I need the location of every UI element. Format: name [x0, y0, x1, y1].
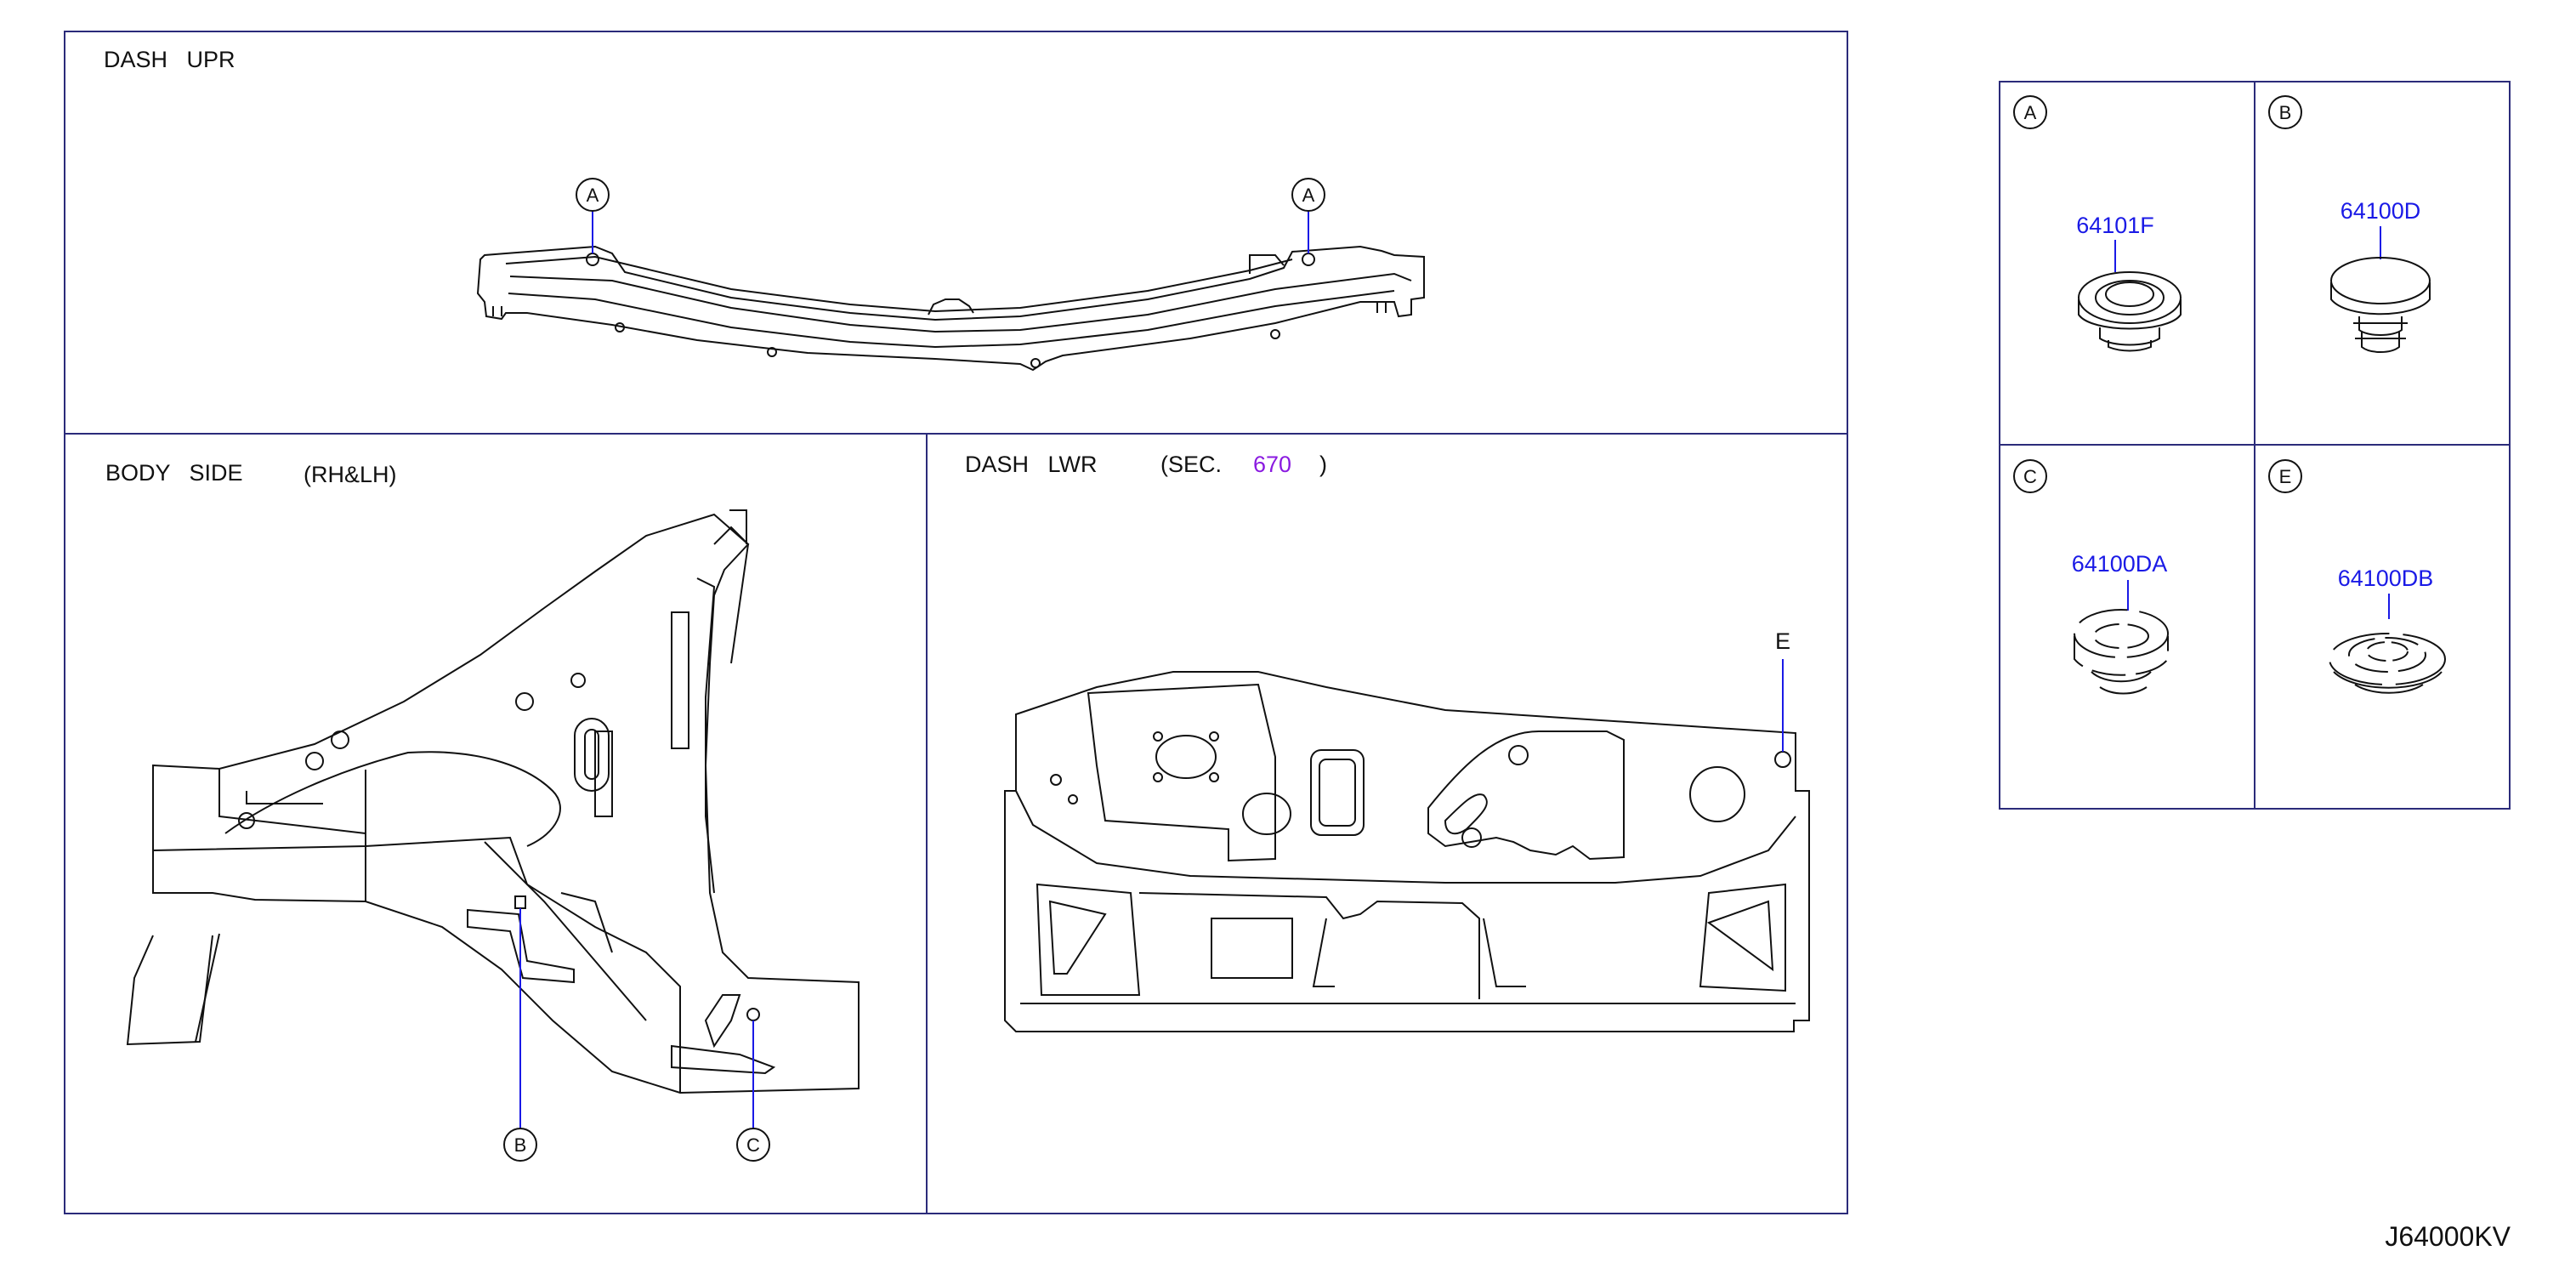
letter-a: A	[2024, 102, 2037, 123]
grommet-64101f-icon	[2078, 271, 2182, 352]
callout-a-left[interactable]: A	[576, 178, 610, 212]
letter-b-badge	[2268, 95, 2302, 129]
parts-table	[1999, 81, 2511, 810]
diagram-code: J64000KV	[2385, 1221, 2511, 1252]
body-side-subtitle: (RH&LH)	[304, 462, 397, 487]
main-frame	[64, 31, 1848, 1214]
body-side-drawing	[126, 509, 860, 1128]
callout-e-label[interactable]: E	[1775, 628, 1790, 654]
dash-lwr-sec-prefix: (SEC.	[1160, 452, 1222, 477]
callout-a-right[interactable]: A	[1291, 178, 1325, 212]
callout-b[interactable]: B	[503, 1128, 537, 1162]
letter-e: E	[2279, 466, 2292, 487]
plug-64100d-icon	[2330, 257, 2431, 353]
grommet-64100db-icon	[2329, 633, 2446, 694]
parts-cell-b[interactable]: B 64100D	[2268, 95, 2431, 353]
letter-e-badge	[2268, 459, 2302, 493]
letter-c-badge	[2013, 459, 2047, 493]
grommet-64100da-icon	[2074, 609, 2169, 695]
part-number-64100db[interactable]: 64100DB	[2338, 566, 2434, 591]
dash-lwr-drawing	[1004, 659, 1810, 1032]
part-number-64101f[interactable]: 64101F	[2076, 213, 2154, 238]
callout-a-right-label: A	[1302, 185, 1315, 206]
dash-lwr-sec-number[interactable]: 670	[1253, 452, 1291, 477]
letter-c: C	[2023, 466, 2037, 487]
parts-cell-c[interactable]: C 64100DA	[2013, 459, 2169, 695]
dash-lwr-sec-suffix: )	[1319, 452, 1327, 477]
dash-lwr-title: DASH LWR	[965, 452, 1098, 477]
callout-a-left-label: A	[587, 185, 599, 206]
part-number-64100da[interactable]: 64100DA	[2072, 551, 2168, 577]
letter-b: B	[2279, 102, 2292, 123]
dash-upr-drawing	[476, 211, 1425, 372]
callout-b-label: B	[514, 1134, 527, 1156]
part-number-64100d[interactable]: 64100D	[2341, 198, 2421, 224]
letter-a-badge	[2013, 95, 2047, 129]
callout-c-label: C	[746, 1134, 760, 1156]
dash-upr-title: DASH UPR	[104, 47, 235, 72]
callout-c[interactable]: C	[736, 1128, 770, 1162]
parts-cell-a[interactable]: A 64101F	[2013, 95, 2182, 352]
parts-cell-e[interactable]: E 64100DB	[2268, 459, 2446, 694]
body-side-title: BODY SIDE	[105, 460, 243, 486]
